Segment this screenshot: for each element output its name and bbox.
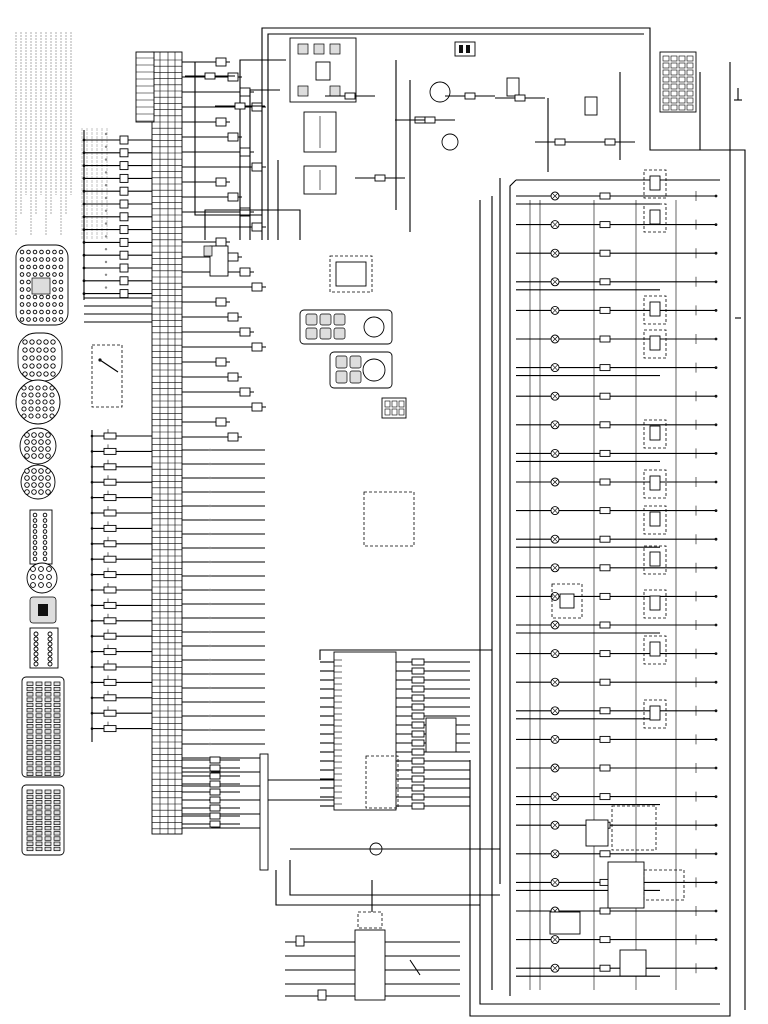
switch-panel-1 xyxy=(299,309,393,345)
left-ground-ladder xyxy=(90,429,152,733)
connector-view-round-40 xyxy=(15,244,69,326)
switch-panel-2 xyxy=(329,351,393,389)
main-controller xyxy=(264,649,500,906)
motor-symbol-top xyxy=(429,81,459,151)
relay-2 xyxy=(303,165,337,195)
bottom-right-module-3 xyxy=(549,911,647,977)
connector-view-round-21 xyxy=(20,464,56,500)
right-switch-rows xyxy=(516,191,718,990)
relay-box-left xyxy=(91,344,123,408)
notes-column xyxy=(15,32,108,240)
left-lamp-rows xyxy=(82,130,152,323)
middle-relay-dashed xyxy=(363,491,415,547)
switch-module xyxy=(203,245,373,293)
connector-view-relay xyxy=(29,596,57,624)
connector-view-square-18 xyxy=(29,509,53,565)
connector-view-large-short xyxy=(21,784,65,856)
fuse-relay-top-box xyxy=(289,37,357,103)
small-module-2 xyxy=(584,96,598,116)
harness-connector-strip xyxy=(259,753,269,871)
bottom-right-module-2 xyxy=(607,861,685,909)
connector-view-oval-26 xyxy=(17,332,63,382)
junction-connector xyxy=(381,397,407,419)
ecu-signal-rows xyxy=(182,57,301,830)
bottom-right-module-1 xyxy=(585,805,657,851)
connector-view-round-30 xyxy=(15,379,61,425)
top-connector-small xyxy=(454,41,476,57)
relay-1 xyxy=(303,111,337,153)
connector-view-rect-14 xyxy=(29,627,59,669)
harness-frame xyxy=(261,27,746,1017)
connector-view-round-24 xyxy=(19,427,57,465)
top-right-connector-grid xyxy=(659,51,697,113)
power-module xyxy=(285,880,460,1001)
right-relay-boxes xyxy=(551,169,667,729)
ground-symbol-right xyxy=(734,88,742,319)
ecu-top-header xyxy=(135,51,155,123)
ecu-connector-block xyxy=(151,51,183,835)
connector-view-round-12 xyxy=(26,562,58,594)
top-wiring-details xyxy=(185,60,701,232)
connector-view-large-tall xyxy=(21,676,65,778)
small-module-1 xyxy=(506,77,520,97)
